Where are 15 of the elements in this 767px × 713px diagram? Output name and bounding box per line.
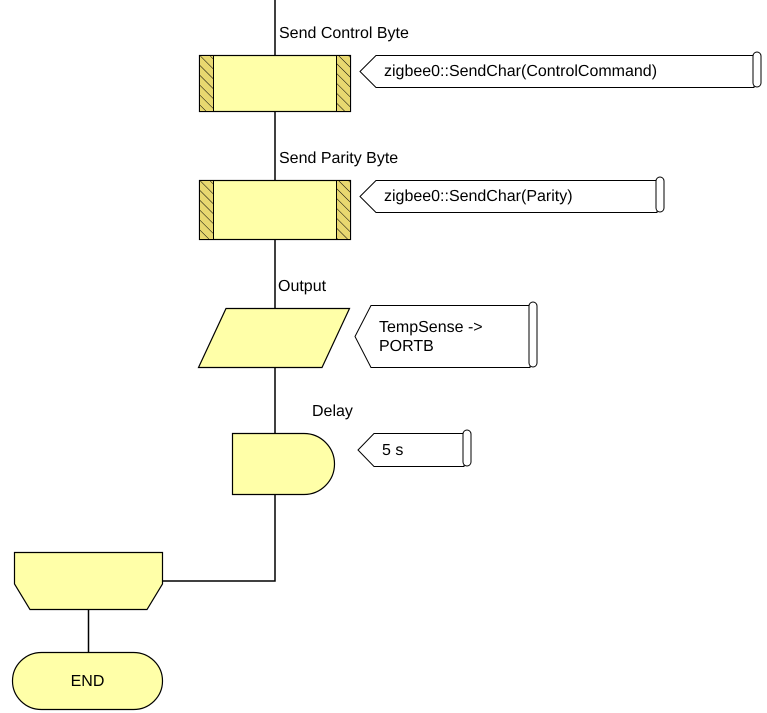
comment-text: 5 s [382,440,404,460]
box-heading: Delay [312,403,353,421]
box-heading: Send Parity Byte [279,150,398,168]
box-heading: Output [278,278,326,296]
connector-line [274,368,276,433]
comment-text: TempSense -> PORTB [379,318,484,356]
terminator-label: END [70,672,104,690]
connector-line [274,0,276,55]
comment-text: zigbee0::SendChar(ControlCommand) [384,62,658,81]
connector-line [163,495,276,582]
comment-text: zigbee0::SendChar(Parity) [384,187,573,206]
connector-line [274,112,276,180]
connector-line [88,610,90,652]
box-heading: Send Control Byte [279,25,409,43]
connector-line [274,240,276,308]
